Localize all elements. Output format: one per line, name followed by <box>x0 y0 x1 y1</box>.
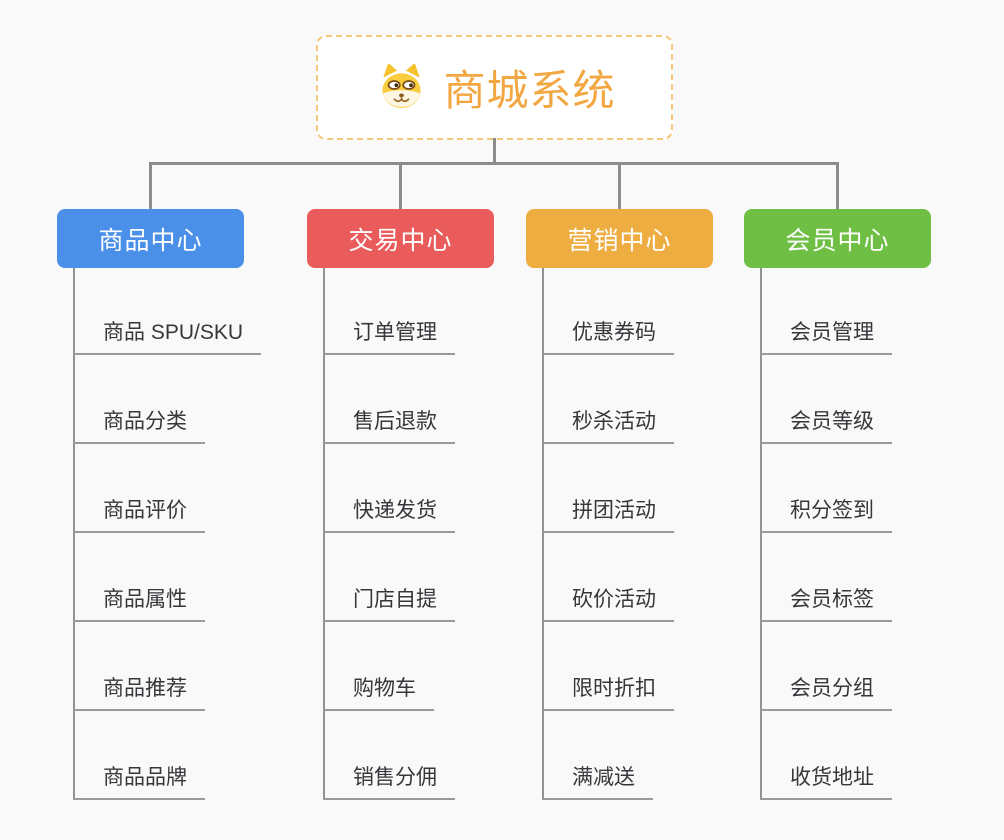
leaf-item[interactable]: 收货地址 <box>760 711 931 800</box>
leaf-label: 商品分类 <box>73 405 205 444</box>
branch-node-trade-center[interactable]: 交易中心 <box>307 209 494 268</box>
connector-drop-1 <box>149 164 152 209</box>
leaf-item[interactable]: 限时折扣 <box>542 622 713 711</box>
dog-face-icon <box>382 63 422 108</box>
leaf-item[interactable]: 商品评价 <box>73 444 244 533</box>
leaf-item[interactable]: 商品属性 <box>73 533 244 622</box>
branch-rail <box>542 268 544 800</box>
leaf-label: 门店自提 <box>323 583 455 622</box>
branch-product-center: 商品中心 商品 SPU/SKU 商品分类 商品评价 商品属性 商品推荐 商品品牌 <box>57 209 262 800</box>
branch-member-center: 会员中心 会员管理 会员等级 积分签到 会员标签 会员分组 收货地址 <box>744 209 931 800</box>
leaf-label: 满减送 <box>542 761 653 800</box>
leaf-label: 商品 SPU/SKU <box>73 316 262 355</box>
root-title: 商城系统 <box>443 67 616 114</box>
leaf-label: 商品品牌 <box>73 761 205 800</box>
leaf-label: 订单管理 <box>323 316 455 355</box>
branch-trade-center: 交易中心 订单管理 售后退款 快递发货 门店自提 购物车 销售分佣 <box>307 209 494 800</box>
leaf-label: 快递发货 <box>323 494 455 533</box>
leaf-label: 积分签到 <box>760 494 892 533</box>
leaf-item[interactable]: 砍价活动 <box>542 533 713 622</box>
connector-drop-4 <box>836 164 839 209</box>
branch-rail <box>323 268 325 800</box>
leaf-label: 商品推荐 <box>73 672 205 711</box>
leaf-item[interactable]: 拼团活动 <box>542 444 713 533</box>
branch-leaves: 会员管理 会员等级 积分签到 会员标签 会员分组 收货地址 <box>744 268 931 800</box>
leaf-item[interactable]: 优惠券码 <box>542 268 713 355</box>
leaf-label: 会员标签 <box>760 583 892 622</box>
leaf-item[interactable]: 订单管理 <box>323 268 494 355</box>
connector-root-stub <box>493 138 496 164</box>
branch-leaves: 优惠券码 秒杀活动 拼团活动 砍价活动 限时折扣 满减送 <box>526 268 713 800</box>
leaf-label: 会员等级 <box>760 405 892 444</box>
leaf-label: 砍价活动 <box>542 583 674 622</box>
branch-rail <box>760 268 762 800</box>
leaf-label: 限时折扣 <box>542 672 674 711</box>
leaf-item[interactable]: 会员分组 <box>760 622 931 711</box>
leaf-item[interactable]: 会员标签 <box>760 533 931 622</box>
leaf-label: 商品评价 <box>73 494 205 533</box>
leaf-label: 优惠券码 <box>542 316 674 355</box>
leaf-label: 会员管理 <box>760 316 892 355</box>
root-node[interactable]: 商城系统 <box>316 35 673 140</box>
leaf-item[interactable]: 满减送 <box>542 711 713 800</box>
leaf-item[interactable]: 商品品牌 <box>73 711 244 800</box>
leaf-item[interactable]: 销售分佣 <box>323 711 494 800</box>
leaf-item[interactable]: 购物车 <box>323 622 494 711</box>
leaf-label: 商品属性 <box>73 583 205 622</box>
leaf-label: 拼团活动 <box>542 494 674 533</box>
leaf-label: 秒杀活动 <box>542 405 674 444</box>
branch-node-product-center[interactable]: 商品中心 <box>57 209 244 268</box>
leaf-item[interactable]: 积分签到 <box>760 444 931 533</box>
connector-drop-2 <box>399 164 402 209</box>
leaf-item[interactable]: 会员管理 <box>760 268 931 355</box>
connector-rail <box>149 162 839 165</box>
branch-marketing-center: 营销中心 优惠券码 秒杀活动 拼团活动 砍价活动 限时折扣 满减送 <box>526 209 713 800</box>
leaf-item[interactable]: 售后退款 <box>323 355 494 444</box>
branch-node-member-center[interactable]: 会员中心 <box>744 209 931 268</box>
leaf-label: 会员分组 <box>760 672 892 711</box>
leaf-item[interactable]: 秒杀活动 <box>542 355 713 444</box>
leaf-item[interactable]: 商品分类 <box>73 355 244 444</box>
leaf-item[interactable]: 会员等级 <box>760 355 931 444</box>
branch-leaves: 商品 SPU/SKU 商品分类 商品评价 商品属性 商品推荐 商品品牌 <box>57 268 262 800</box>
leaf-item[interactable]: 商品推荐 <box>73 622 244 711</box>
leaf-label: 销售分佣 <box>323 761 455 800</box>
connector-drop-3 <box>618 164 621 209</box>
leaf-item[interactable]: 门店自提 <box>323 533 494 622</box>
branch-rail <box>73 268 75 800</box>
leaf-label: 售后退款 <box>323 405 455 444</box>
branch-leaves: 订单管理 售后退款 快递发货 门店自提 购物车 销售分佣 <box>307 268 494 800</box>
leaf-label: 购物车 <box>323 672 434 711</box>
leaf-item[interactable]: 快递发货 <box>323 444 494 533</box>
leaf-label: 收货地址 <box>760 761 892 800</box>
branch-node-marketing-center[interactable]: 营销中心 <box>526 209 713 268</box>
leaf-item[interactable]: 商品 SPU/SKU <box>73 268 262 355</box>
